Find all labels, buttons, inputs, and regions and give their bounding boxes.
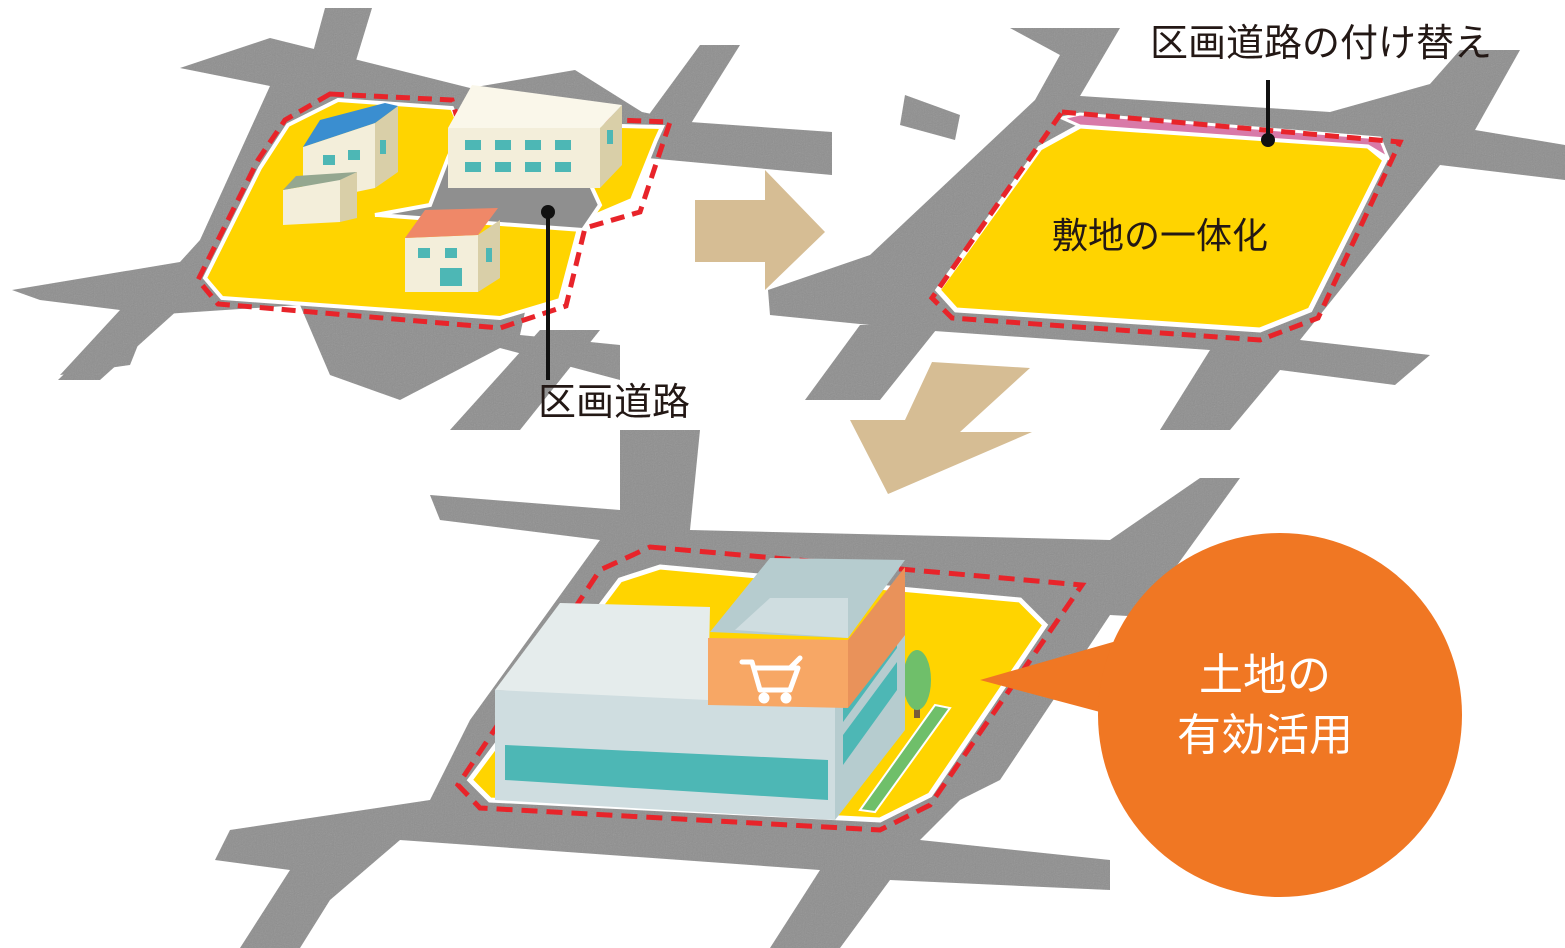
storage-building [283, 172, 357, 225]
road-replacement-label: 区画道路の付け替え [1150, 21, 1492, 65]
arrow-down-left [850, 362, 1032, 494]
panel-integrated: 敷地の一体化 区画道路の付け替え [768, 21, 1565, 430]
replaced-road [1057, 112, 1392, 162]
apartment-building [448, 85, 622, 188]
block-road-leader-dot [541, 205, 555, 219]
effective-use-line2: 有効活用 [1177, 710, 1353, 761]
arrow-right [695, 170, 825, 290]
road-replacement-leader-dot [1261, 133, 1275, 147]
site-integration-label: 敷地の一体化 [1052, 216, 1268, 257]
boundary-integrated [928, 109, 1404, 343]
house-orange [405, 208, 500, 292]
block-road-label: 区画道路 [538, 380, 690, 424]
panel-before: 区画道路 [12, 8, 832, 430]
effective-use-line1: 土地の [1199, 650, 1331, 701]
panel-effective-use: 土地の 有効活用 [215, 430, 1462, 948]
effective-use-bubble: 土地の 有効活用 [980, 533, 1462, 897]
store-building [495, 558, 905, 820]
shopping-cart-icon [739, 655, 803, 704]
planter [858, 703, 952, 814]
tree [903, 650, 931, 718]
